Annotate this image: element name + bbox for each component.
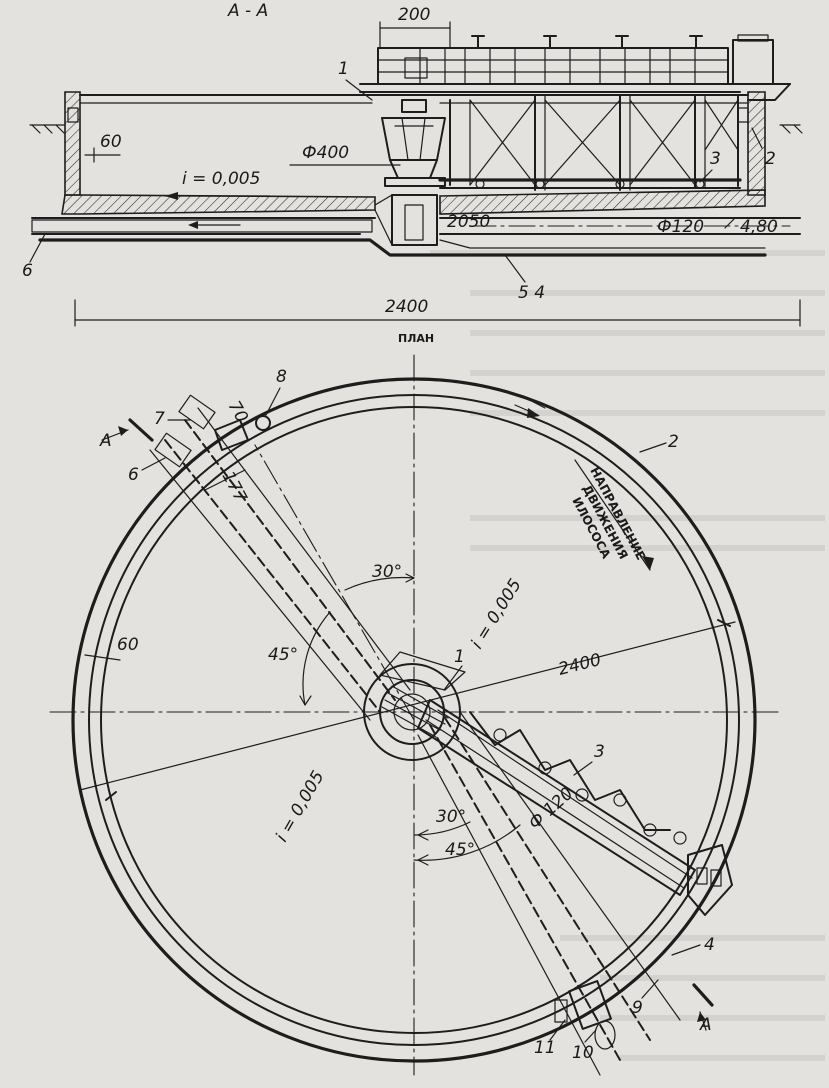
- plan-part-6: 6: [128, 465, 139, 485]
- section-part-6: 6: [22, 261, 33, 281]
- elevation-mark: 4,80: [740, 217, 778, 237]
- outlet-pipe: [31, 219, 373, 233]
- scraper-bridge-plan: [417, 699, 733, 916]
- dim-60-plan: 60: [117, 635, 139, 655]
- angle-arc-45-upper: [302, 611, 331, 706]
- plan-part-11: 11: [534, 1038, 556, 1058]
- inlet-pipe-upper-b: [164, 439, 381, 713]
- angle-30-upper: 30°: [372, 562, 402, 582]
- angle-arc-45-lower: [413, 824, 521, 861]
- section-mark-top: А: [99, 431, 112, 451]
- outlet-pipe-lower-b: [444, 717, 651, 1041]
- diameter-line: [79, 621, 736, 791]
- plan-title: ПЛАН: [398, 332, 434, 345]
- tank-bottom-right: [439, 189, 766, 215]
- slope-plan-upper: i = 0,005: [467, 576, 526, 653]
- plan-part-7: 7: [154, 409, 165, 429]
- plan-view: ПЛАН: [49, 332, 781, 1076]
- dim-2050: 2050: [447, 212, 490, 232]
- section-mark-bottom: А: [699, 1015, 712, 1035]
- plan-part-4: 4: [704, 935, 715, 955]
- dim-2400-section: 2400: [385, 297, 428, 317]
- angle-30-lower: 30°: [436, 807, 466, 827]
- section-part-1: 1: [338, 59, 349, 79]
- slope-plan-lower: i = 0,005: [272, 768, 329, 846]
- angle-arc-30-upper: [344, 576, 415, 591]
- plan-part-9: 9: [632, 998, 643, 1018]
- gutter-left: [67, 107, 79, 123]
- drive-housing: [732, 39, 774, 85]
- plan-part-8: 8: [276, 367, 287, 387]
- section-part-2: 2: [765, 149, 776, 169]
- tank-wall-right: [747, 91, 766, 196]
- dim-pipe-400: Ф400: [302, 143, 349, 163]
- plan-part-2: 2: [668, 432, 679, 452]
- section-cut-top: [128, 418, 154, 442]
- valve-8: [255, 415, 271, 431]
- tank-bottom-left: [61, 194, 376, 215]
- dim-pipe-120-plan: Ф 120: [525, 784, 577, 834]
- section-parts-5-4: 5 4: [518, 283, 545, 303]
- central-distributor: [381, 117, 446, 161]
- scraper-frame: [438, 95, 742, 191]
- dim-pipe-120-section: Ф120: [657, 217, 704, 237]
- section-cut-bottom: [692, 983, 714, 1007]
- plan-part-3: 3: [594, 742, 605, 762]
- plan-part-1: 1: [454, 647, 465, 667]
- inlet-pipe-upper-a: [184, 419, 396, 701]
- bridge-truss: [359, 34, 791, 101]
- background-text-lines: [430, 250, 825, 1061]
- section-part-3: 3: [710, 149, 721, 169]
- slope-section: i = 0,005: [182, 169, 260, 189]
- gutter-right: [737, 107, 749, 123]
- dim-2400-plan: 2400: [556, 650, 603, 680]
- foundation-line: [38, 238, 767, 257]
- dim-60-section: 60: [100, 132, 122, 152]
- ground-ticks: [31, 124, 803, 134]
- section-title: А - А: [227, 1, 268, 21]
- angle-45-lower: 45°: [445, 840, 475, 860]
- section-view: А - А: [22, 1, 803, 327]
- dim-200: 200: [398, 5, 430, 25]
- angle-45-upper: 45°: [268, 645, 298, 665]
- central-shaft: [391, 194, 438, 246]
- plan-part-10: 10: [572, 1043, 594, 1063]
- direction-arrow: [574, 459, 651, 571]
- outlet-pipe-lower-a: [429, 724, 621, 1061]
